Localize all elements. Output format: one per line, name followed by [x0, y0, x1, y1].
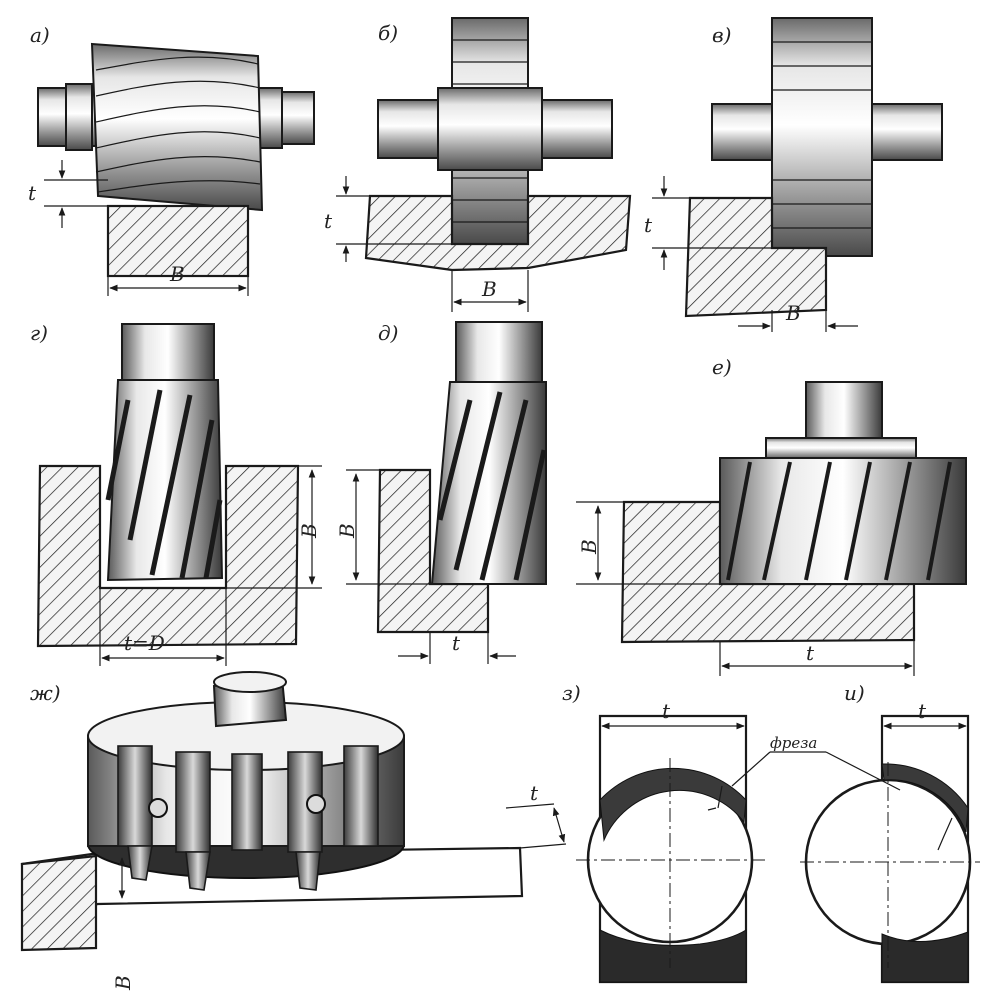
- panel-label-d: д): [378, 321, 398, 345]
- dim-e-B: B: [577, 539, 601, 555]
- panel-b-disc-milling: б) t B: [324, 17, 632, 312]
- screw-icon: [148, 798, 168, 818]
- panel-label-b: б): [378, 21, 398, 45]
- dim-v-t: t: [644, 213, 653, 237]
- panel-label-zh: ж): [30, 681, 61, 705]
- cut-zone-z: [599, 767, 747, 842]
- cylindrical-cutter: [90, 42, 264, 212]
- panel-label-a: а): [30, 23, 50, 47]
- flutes-e: [726, 461, 952, 581]
- hub-b: [437, 87, 543, 171]
- cutter-label: фреза: [770, 734, 817, 752]
- dim-z-t: t: [662, 699, 671, 723]
- dim-d-B: B: [335, 523, 359, 539]
- dim-v-B: B: [785, 301, 801, 325]
- dim-g-tD: t=D: [124, 631, 165, 655]
- face-mill-e: [719, 457, 967, 585]
- collar-left: [65, 83, 93, 151]
- collar-right: [257, 87, 283, 149]
- flutes-d: [437, 391, 547, 581]
- dim-g-B: B: [297, 523, 321, 539]
- panel-label-z: з): [562, 681, 581, 705]
- workpiece-a: [106, 204, 250, 278]
- dim-b-B: B: [481, 277, 497, 301]
- panel-v-side-milling: в) t B: [644, 17, 943, 332]
- panel-label-g: г): [30, 321, 48, 345]
- shank-g: [121, 323, 215, 381]
- dim-zh-B: B: [111, 975, 135, 991]
- screw-icon: [306, 794, 326, 814]
- flange-e: [765, 437, 917, 461]
- panel-label-e: е): [712, 355, 732, 379]
- helical-teeth: [95, 56, 261, 193]
- panel-label-i: и): [844, 681, 865, 705]
- shank-d: [455, 321, 543, 383]
- workpiece-v: [684, 196, 828, 318]
- panel-zh-face-mill-insert: ж) t B: [20, 671, 567, 991]
- workpiece-b: [364, 194, 632, 272]
- dim-b-t: t: [324, 209, 333, 233]
- dim-zh-t: t: [530, 781, 539, 805]
- cut-zone-i: [881, 763, 969, 833]
- dim-d-t: t: [452, 631, 461, 655]
- cutter-callout: фреза: [731, 734, 901, 791]
- panel-e-face-mill: е) B t: [576, 355, 967, 676]
- disc-cutter-v: [771, 17, 873, 257]
- dim-e-t: t: [806, 641, 815, 665]
- shank-e: [805, 381, 883, 443]
- panel-g-end-mill-slot: г) B t=D: [30, 321, 322, 666]
- panel-i-asymmetric-face: и) t: [800, 681, 980, 984]
- panel-label-v: в): [712, 23, 731, 47]
- panel-z-symmetric-face: з) t: [562, 681, 766, 984]
- dim-a-t: t: [28, 181, 37, 205]
- panel-a-slab-milling: а) t B: [28, 23, 315, 296]
- panel-d-end-mill-step: д) B t: [335, 321, 547, 664]
- flutes-g: [105, 389, 223, 579]
- workpiece-zh-section: [20, 854, 98, 952]
- dim-a-B: B: [169, 262, 185, 286]
- dim-i-t: t: [918, 699, 927, 723]
